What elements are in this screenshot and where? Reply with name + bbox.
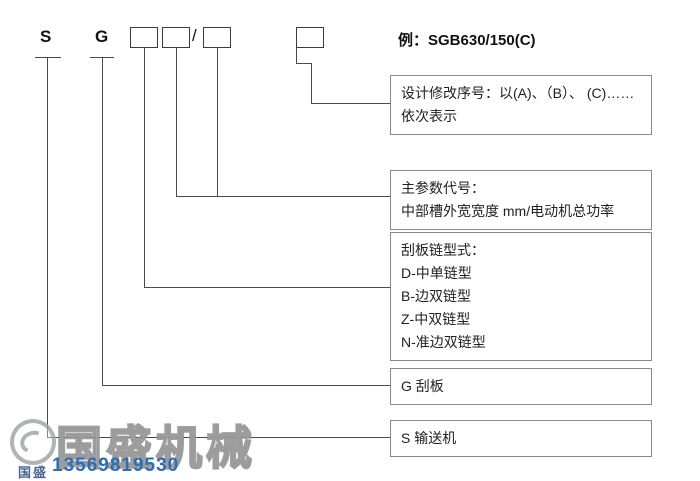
connector-revision-vertical-1: [296, 48, 297, 64]
example-code: 例：SGB630/150(C): [398, 32, 536, 49]
connector-revision-vertical-2: [311, 63, 312, 104]
code-letter-g: G: [95, 27, 109, 46]
callout-chain-type-item4: N-准边双链型: [401, 334, 486, 350]
connector-s-vertical: [47, 57, 48, 437]
callout-chain-type: 刮板链型式： D-中单链型 B-边双链型 Z-中双链型 N-准边双链型: [390, 232, 652, 361]
watermark-phone-number: 13569819530: [52, 455, 180, 476]
callout-scraper: G 刮板: [390, 368, 652, 405]
callout-main-param-line2: 中部槽外宽宽度 mm/电动机总功率: [401, 203, 615, 219]
watermark-brand-text: 国盛机械: [55, 421, 256, 475]
callout-chain-type-item2: B-边双链型: [401, 288, 471, 304]
connector-power-vertical: [217, 48, 218, 196]
connector-s-horizontal: [47, 437, 390, 438]
code-box-chain-type: [130, 27, 158, 48]
callout-revision-line1: 设计修改序号：以(A)、（B）、 (C)……: [401, 85, 635, 101]
connector-g-vertical: [102, 57, 103, 385]
callout-chain-type-item3: Z-中双链型: [401, 311, 471, 327]
connector-revision-horizontal: [311, 103, 390, 104]
connector-width-vertical: [176, 48, 177, 196]
connector-chaintype-horizontal: [144, 287, 390, 288]
code-box-power: [203, 27, 231, 48]
callout-revision: 设计修改序号：以(A)、（B）、 (C)…… 依次表示: [390, 75, 652, 135]
callout-main-param: 主参数代号： 中部槽外宽宽度 mm/电动机总功率: [390, 170, 652, 230]
code-box-revision: [296, 27, 324, 48]
tick-under-s: [35, 57, 61, 58]
callout-main-param-line1: 主参数代号：: [401, 180, 485, 196]
connector-mainparam-horizontal: [176, 196, 390, 197]
code-letter-s: S: [40, 27, 52, 46]
callout-scraper-line1: G 刮板: [401, 378, 444, 394]
code-slash: /: [192, 26, 197, 45]
callout-chain-type-title: 刮板链型式：: [401, 242, 485, 258]
callout-chain-type-item1: D-中单链型: [401, 265, 472, 281]
watermark-brand-small: 国盛: [18, 465, 49, 480]
connector-g-horizontal: [102, 385, 390, 386]
brand-logo-icon: [10, 419, 56, 465]
code-box-width: [162, 27, 190, 48]
connector-chaintype-vertical: [144, 48, 145, 287]
callout-conveyor-line1: S 输送机: [401, 430, 457, 446]
connector-revision-step: [296, 63, 312, 64]
callout-revision-line2: 依次表示: [401, 108, 457, 124]
brand-logo-swoosh-icon: [17, 427, 49, 457]
callout-conveyor: S 输送机: [390, 420, 652, 457]
